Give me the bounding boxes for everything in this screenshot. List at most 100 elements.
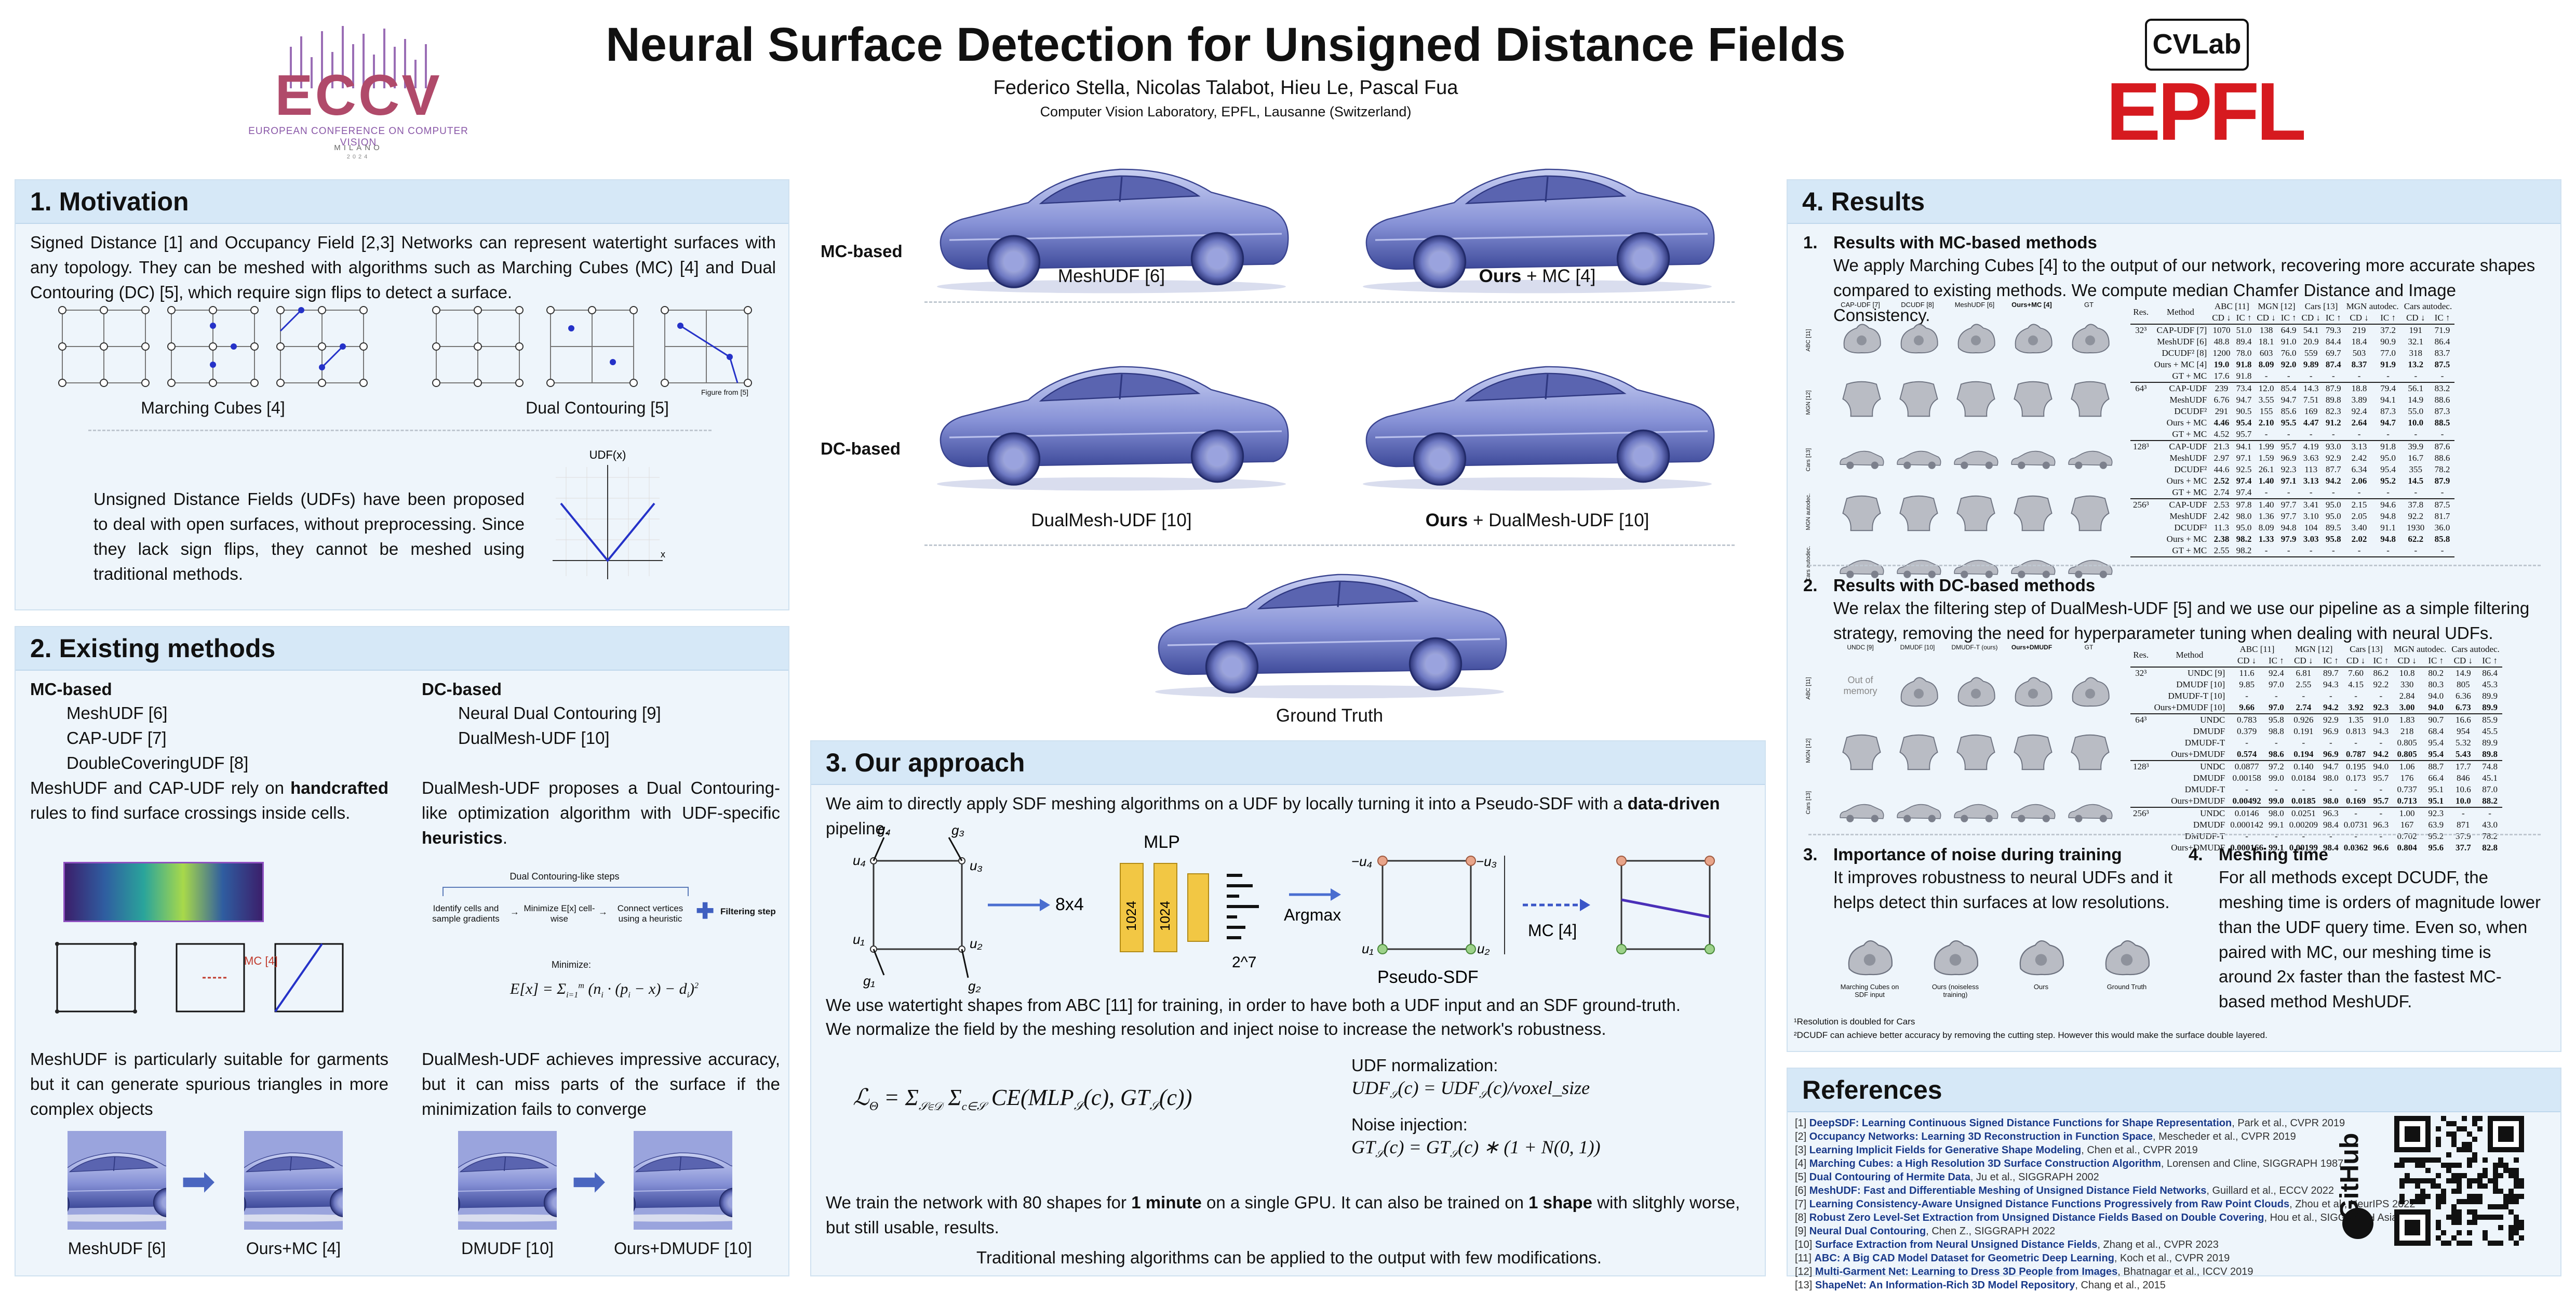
udf-normalization-formula: UDF𝒮(c) = UDF𝒮(c)/voxel_size: [1351, 1077, 1590, 1101]
car-separator: [924, 544, 1735, 546]
table-cell: -: [2275, 831, 2278, 841]
table-cell: GT + MC: [2151, 370, 2210, 383]
github-text: GitHub: [2334, 1133, 2364, 1220]
reference-title: Occupancy Networks: Learning 3D Reconstr…: [1809, 1131, 2153, 1142]
table-header-cell: ABC [11]: [2239, 644, 2275, 654]
table-cell: 98.4: [2323, 843, 2339, 853]
table-cell: 85.9: [2477, 713, 2502, 726]
r1-col-header: DCUDF [8]: [1901, 301, 1934, 309]
table-header-cell: MGN autodec.: [2346, 301, 2399, 311]
table-cell: -: [2254, 545, 2278, 557]
table-cell: 76.0: [2280, 348, 2297, 358]
table-cell: 3.55: [2258, 395, 2274, 405]
reference-title: Robust Zero Level-Set Extraction from Un…: [1809, 1212, 2264, 1223]
github-label[interactable]: GitHub: [2327, 1130, 2394, 1244]
table-cell: 1.06: [2391, 760, 2423, 772]
table-cell: 94.7: [2380, 418, 2396, 428]
table-cell: 78.0: [2236, 348, 2252, 358]
approach-conclusion: Traditional meshing algorithms can be ap…: [976, 1248, 1602, 1267]
table-cell: -: [2343, 429, 2375, 441]
table-cell: 81.7: [2434, 511, 2450, 521]
table-cell: -: [2449, 807, 2478, 819]
table-res-cell: 32³: [2130, 324, 2152, 336]
g4-label: g₄: [878, 824, 891, 837]
table-subheader-cell: IC ↑: [2373, 656, 2389, 665]
table-cell: -: [2329, 691, 2332, 701]
reference-number: [1]: [1795, 1117, 1809, 1129]
table-cell: 16.7: [2408, 453, 2424, 463]
table-res-cell: [2130, 545, 2152, 557]
table-cell: 94.0: [2428, 702, 2444, 712]
table-cell: 92.4: [2265, 667, 2287, 679]
table-res-cell: 64³: [2130, 713, 2152, 726]
existing-methods-panel: 2. Existing methods MC-based MeshUDF [6]…: [15, 626, 789, 1276]
table-cell: 176: [2400, 773, 2414, 783]
arrow-right-icon: ➡: [181, 1158, 216, 1204]
table-cell: 79.4: [2374, 382, 2401, 394]
approach-intro: We aim to directly apply SDF meshing alg…: [826, 791, 1750, 841]
table-cell: 87.3: [2434, 406, 2450, 416]
train-bold: 1 shape: [1528, 1193, 1593, 1212]
table-cell: 0.00199: [2289, 843, 2318, 853]
r2-qualitative: UNDC [9] DMUDF [10] DMUDF-T (ours) Ours+…: [1803, 644, 2115, 841]
table-subheader-cell: IC ↑: [2380, 313, 2396, 323]
table-cell: 97.2: [2265, 760, 2287, 772]
table-cell: 98.0: [2236, 511, 2252, 521]
car-caption-part: + MC [4]: [1521, 266, 1596, 286]
arrow-right-icon: →: [598, 907, 608, 917]
reference-item: [4] Marching Cubes: a High Resolution 3D…: [1795, 1157, 2356, 1170]
table-cell: 95.4: [2428, 749, 2444, 759]
approach-intro-part: pipeline.: [826, 818, 890, 838]
table-cell: Ours+DMUDF: [2171, 796, 2225, 806]
table-cell: 0.805: [2397, 738, 2417, 748]
table-cell: 89.8: [2482, 749, 2498, 759]
table-cell: -: [2401, 429, 2430, 441]
github-qr-code[interactable]: [2394, 1116, 2524, 1246]
ours-bold: Ours: [1425, 510, 1468, 530]
table-cell: 87.6: [2430, 440, 2455, 452]
table-cell: -: [2302, 691, 2305, 701]
github-icon: [2342, 1208, 2373, 1239]
table-cell: 94.6: [2374, 498, 2401, 511]
table-cell: 11.3: [2213, 523, 2230, 532]
table-cell: -: [2430, 370, 2455, 383]
table-res-cell: [2130, 702, 2152, 714]
reference-item: [12] Multi-Garment Net: Learning to Dres…: [1795, 1265, 2356, 1278]
table-subheader-cell: CD ↓: [2397, 656, 2417, 665]
table-cell: 90.7: [2423, 713, 2449, 726]
reference-number: [13]: [1795, 1280, 1815, 1291]
table-cell: DMUDF-T [10]: [2168, 691, 2225, 701]
table-cell: 7.51: [2303, 395, 2319, 405]
table-cell: 97.0: [2268, 702, 2284, 712]
u2-label: u₂: [970, 936, 982, 951]
table-subheader-cell: CD ↓: [2406, 313, 2425, 323]
r2-text: We relax the filtering step of DualMesh-…: [1833, 598, 2530, 643]
table-cell: 11.6: [2228, 667, 2266, 679]
r1-col-header: MeshUDF [6]: [1954, 301, 1995, 309]
ours-dmudf-thumbnail: [634, 1131, 732, 1230]
table-cell: -: [2254, 429, 2278, 441]
table-cell: DMUDF: [2193, 820, 2225, 830]
table-cell: -: [2275, 738, 2278, 748]
reference-number: [6]: [1795, 1185, 1809, 1196]
table-cell: 89.9: [2482, 738, 2498, 748]
table-cell: 2.55: [2209, 545, 2234, 557]
training-text-2: We normalize the field by the meshing re…: [826, 1019, 1606, 1038]
r1-row-label: Cars [13]: [1805, 448, 1812, 472]
table-cell: 2.52: [2213, 476, 2230, 486]
reference-item: [7] Learning Consistency-Aware Unsigned …: [1795, 1197, 2415, 1211]
r1-col-header: CAP-UDF [7]: [1841, 301, 1880, 309]
car-gt-caption: Ground Truth: [1276, 705, 1384, 726]
cvlab-logo: CVLab: [2145, 19, 2249, 71]
table-res-cell: 128³: [2130, 760, 2152, 772]
dual-contouring-figure: [432, 306, 752, 387]
table-cell: -: [2477, 807, 2502, 819]
dc-method-item: Neural Dual Contouring [9]: [458, 703, 661, 723]
approach-header: 3. Our approach: [811, 741, 1765, 785]
approach-intro-bold: data-driven: [1627, 794, 1720, 813]
table-subheader-cell: IC ↑: [2434, 313, 2450, 323]
ours-dmudf-thumb-caption: Ours+DMUDF [10]: [614, 1239, 752, 1258]
